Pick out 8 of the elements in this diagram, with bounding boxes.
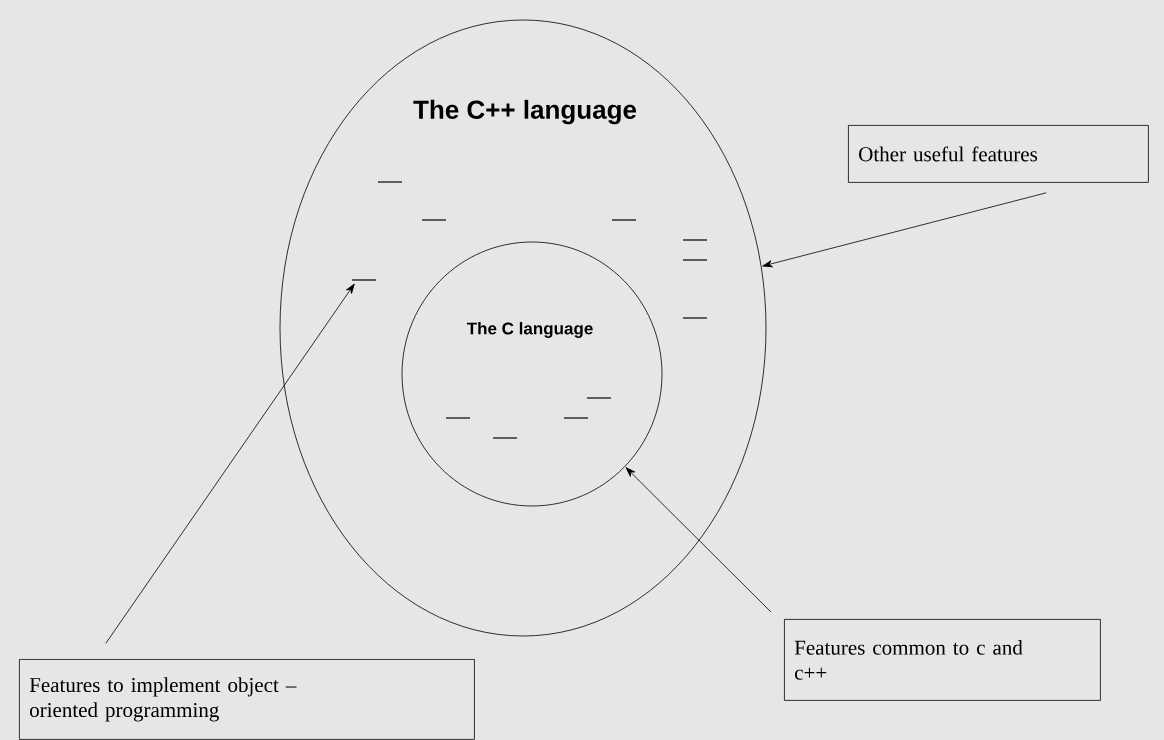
arrow: [105, 283, 355, 644]
arrow: [625, 467, 772, 613]
feature-box: Other useful features: [848, 125, 1149, 183]
arrow: [762, 192, 1047, 268]
feature-box: Features to implement object – oriented programming: [19, 659, 475, 740]
circle-title: The C language: [466, 322, 593, 338]
feature-box: Features common to c and c++: [784, 619, 1101, 701]
circle-title: The C++ language: [413, 99, 637, 125]
